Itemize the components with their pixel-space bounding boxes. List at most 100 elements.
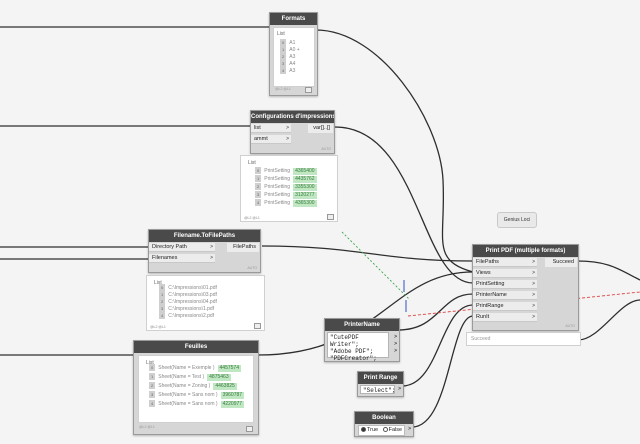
chevron-right-icon: > xyxy=(210,244,213,250)
input-port-ammt[interactable]: ammt> xyxy=(251,135,291,144)
filename-title: Filename.ToFilePaths xyxy=(149,230,260,242)
wire-feuilles-to-views xyxy=(257,271,474,356)
expand-preview-icon[interactable] xyxy=(246,426,253,432)
chevron-right-icon: > xyxy=(210,255,213,261)
auto-label: AUTO xyxy=(247,266,257,270)
radio-unchecked-icon xyxy=(382,427,388,433)
chevron-right-icon: > xyxy=(532,259,535,265)
input-port-list[interactable]: list> xyxy=(251,124,291,133)
code-line: "CutePDF Writer"; xyxy=(330,334,359,348)
chevron-right-icon: > xyxy=(532,314,535,320)
print-range-code[interactable]: "Select"; xyxy=(360,385,395,394)
expand-preview-icon[interactable] xyxy=(305,87,312,93)
print-configs-node[interactable]: Configurations d'impressions list> ammt>… xyxy=(250,110,335,154)
wire-formats-to-printrange-area xyxy=(315,29,474,273)
wire-out-succeed xyxy=(576,260,640,281)
output-port-icon[interactable]: > xyxy=(408,426,411,432)
output-port-succeed[interactable]: Succeed xyxy=(545,258,577,267)
code-line: "PDFCreator"; xyxy=(330,355,377,362)
output-port-icon[interactable]: > xyxy=(394,348,397,354)
formats-title: Formats xyxy=(270,13,317,25)
chevron-right-icon: > xyxy=(532,303,535,309)
wire-printer-to-pdf xyxy=(397,293,474,331)
wire-filepaths-to-pdf xyxy=(261,245,474,262)
radio-true[interactable]: True xyxy=(361,427,378,433)
printer-name-title: PrinterName xyxy=(325,319,399,331)
print-pdf-preview-text: Succeed xyxy=(471,336,491,342)
print-configs-title: Configurations d'impressions xyxy=(251,111,334,123)
output-port-icon[interactable]: > xyxy=(394,334,397,340)
input-port-printsetting[interactable]: PrintSetting> xyxy=(473,280,537,289)
boolean-title: Boolean xyxy=(355,412,413,424)
input-port-filepaths[interactable]: FilePaths> xyxy=(473,258,537,267)
formats-list-label: List xyxy=(277,31,285,37)
chevron-right-icon: > xyxy=(532,292,535,298)
wire-out-2 xyxy=(577,299,640,341)
blue-cursor-mark xyxy=(403,280,407,312)
print-configs-list-label: List xyxy=(248,160,256,166)
formats-footer: @L2 @L1 xyxy=(275,87,291,91)
chevron-right-icon: > xyxy=(286,125,289,131)
input-port-runit[interactable]: RunIt> xyxy=(473,313,537,322)
feuilles-title: Feuilles xyxy=(134,341,258,353)
output-port-icon[interactable]: > xyxy=(394,341,397,347)
output-port-filepaths[interactable]: FilePaths xyxy=(227,243,259,252)
input-port-filenames[interactable]: Filenames> xyxy=(149,254,215,263)
input-port-printrange[interactable]: PrintRange> xyxy=(473,302,537,311)
input-port-directory-path[interactable]: Directory Path> xyxy=(149,243,215,252)
chevron-right-icon: > xyxy=(532,270,535,276)
output-port-icon[interactable]: > xyxy=(398,386,401,392)
expand-preview-icon[interactable] xyxy=(254,323,261,329)
false-label: False xyxy=(388,427,403,433)
radio-false[interactable]: False xyxy=(382,427,403,433)
wire-range-to-pdf xyxy=(401,304,474,387)
printer-name-code[interactable]: "CutePDF Writer"; "Adobe PDF"; "PDFCreat… xyxy=(327,332,389,362)
filename-list-label: List xyxy=(154,280,162,286)
print-pdf-title: Print PDF (multiple formats) xyxy=(473,245,578,257)
expand-preview-icon[interactable] xyxy=(327,214,334,220)
print-range-node[interactable]: Print Range "Select"; > xyxy=(357,371,404,397)
print-pdf-node[interactable]: Print PDF (multiple formats) FilePaths> … xyxy=(472,244,579,331)
chevron-right-icon: > xyxy=(532,281,535,287)
chevron-right-icon: > xyxy=(286,136,289,142)
dashed-green-wire xyxy=(341,231,411,301)
print-pdf-preview: Succeed xyxy=(466,332,581,346)
filename-node[interactable]: Filename.ToFilePaths Directory Path> Fil… xyxy=(148,229,261,273)
input-port-views[interactable]: Views> xyxy=(473,269,537,278)
boolean-options: True False xyxy=(358,425,406,436)
feuilles-list-label: List xyxy=(146,360,154,366)
printer-name-node[interactable]: PrinterName "CutePDF Writer"; "Adobe PDF… xyxy=(324,318,400,362)
wire-configs-to-printsetting xyxy=(334,126,474,284)
print-range-title: Print Range xyxy=(358,372,403,384)
print-configs-footer: @L2 @L1 xyxy=(244,216,260,220)
radio-checked-icon xyxy=(361,427,366,433)
boolean-node[interactable]: Boolean True False > xyxy=(354,411,414,437)
output-port-var[interactable]: var[]..[] xyxy=(308,124,333,133)
input-port-printername[interactable]: PrinterName> xyxy=(473,291,537,300)
